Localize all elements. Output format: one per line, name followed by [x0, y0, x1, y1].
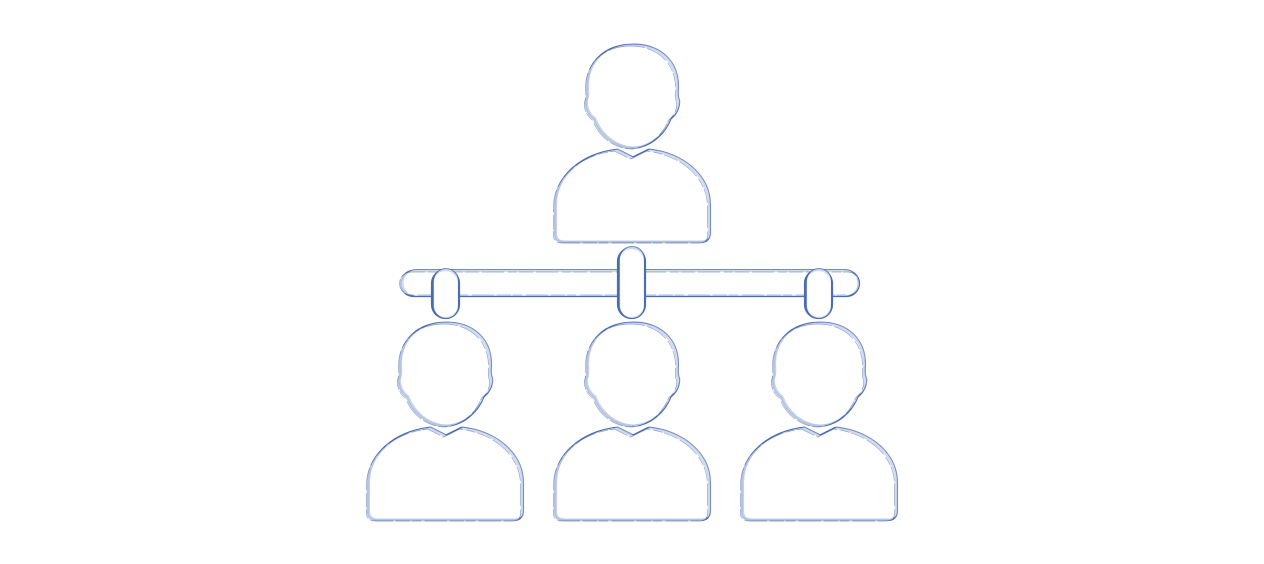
person-icon-child-right	[740, 321, 899, 522]
person-body	[553, 150, 708, 244]
connector-link-child-left	[430, 267, 461, 320]
person-icon-child-left	[366, 321, 525, 522]
person-body	[740, 428, 895, 522]
person-head	[583, 45, 678, 150]
person-head	[583, 323, 678, 428]
person-body	[553, 428, 708, 522]
person-icon-parent	[553, 43, 712, 244]
person-head	[770, 323, 865, 428]
connector-link-parent	[616, 245, 647, 320]
person-icon-child-middle	[553, 321, 712, 522]
person-body	[366, 428, 521, 522]
connector-link-child-right	[803, 267, 834, 320]
person-head	[396, 323, 491, 428]
